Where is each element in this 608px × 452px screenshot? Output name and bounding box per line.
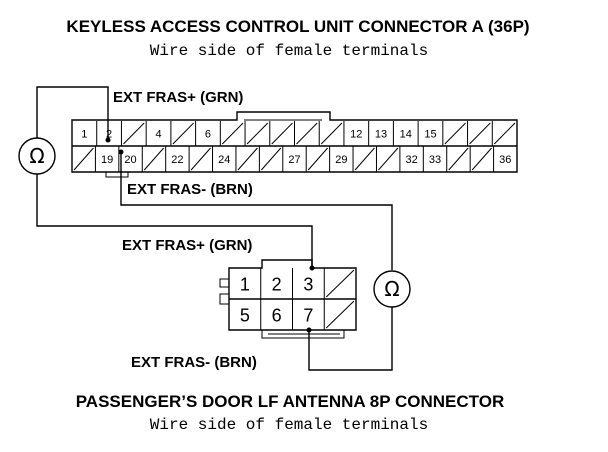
connector-a-top-pin-label: 15 [424,129,436,141]
connector-a-bottom-blank-cavity [237,147,258,171]
connector-a-bottom-blank-cavity [190,147,211,171]
connector-a-top-blank-cavity [246,122,269,145]
connector-b-bottom-row: 5 6 7 [240,299,355,330]
connector-b-top-blank-cavity [325,269,355,298]
connector-a-top-blank-cavity [221,122,244,145]
connector-a-bottom-pin-label: 33 [429,154,441,166]
connector-b-top-row: 1 2 3 [240,268,355,299]
connector-a-top-blank-cavity [271,122,293,145]
ohmmeter-right: Ω [373,270,411,308]
connector-a-bottom-blank-cavity [143,147,165,171]
ohm-symbol-right: Ω [384,277,399,301]
connector-a-top-pin-label: 12 [350,129,362,141]
connector-a-bottom-row: 19 20 22 24 27 29 32 33 36 [73,146,511,172]
connector-a-bottom-pin-label: 29 [335,154,347,166]
connector-a-bottom-blank-cavity [73,147,94,171]
connector-a-top-blank-cavity [320,122,343,145]
probe-lead-ext-fras-plus-b [36,174,313,268]
wire-label-ext-fras-plus-a: EXT FRAS+ (GRN) [113,89,243,106]
probe-lead-ext-fras-minus-b [308,307,393,371]
connector-a-bottom-pin-label: 36 [499,154,511,166]
connector-b-bottom-pin-label: 6 [272,306,282,326]
connector-b-body [219,259,357,339]
connector-b-subtitle: Wire side of female terminals [150,416,428,434]
connector-a-bottom-pin-label: 22 [171,154,183,166]
connector-a-bottom-pin-label: 24 [218,154,230,166]
connector-a-top-blank-cavity [493,122,516,145]
ohm-symbol-left: Ω [29,144,44,168]
connector-a-top-blank-cavity [444,122,466,145]
connector-a-top-blank-cavity [123,122,145,145]
connector-b-top-pin-label: 1 [240,275,250,295]
connector-a-top-pin-label: 13 [375,129,387,141]
connector-a-top-pin-label: 2 [106,129,112,141]
connector-a-top-pin-label: 14 [400,129,412,141]
connector-a-top-pin-label: 4 [155,129,161,141]
connector-a-top-pin-label: 6 [205,129,211,141]
connector-b-top-pin-label: 3 [303,275,313,295]
connector-a-title: KEYLESS ACCESS CONTROL UNIT CONNECTOR A … [66,17,529,36]
connector-a-bottom-blank-cavity [471,147,492,171]
connector-b-title: PASSENGER’S DOOR LF ANTENNA 8P CONNECTOR [76,392,505,411]
connector-b-bottom-blank-cavity [325,300,355,329]
ext-fras-minus-wire [120,152,393,270]
connector-a-lock [105,171,129,178]
connector-a-bottom-blank-cavity [260,147,282,171]
connector-a-top-pin-label: 1 [81,129,87,141]
connector-a-bottom-blank-cavity [378,147,399,171]
connector-a-bottom-pin-label: 32 [405,154,417,166]
ohmmeter-left: Ω [18,137,56,175]
connector-a-bottom-blank-cavity [354,147,375,171]
wire-label-ext-fras-plus-b: EXT FRAS+ (GRN) [122,237,252,254]
connector-b-top-pin-label: 2 [272,275,282,295]
connector-a-bottom-pin-label: 20 [124,154,136,166]
connector-a-top-blank-cavity [172,122,194,145]
probe-lead-ext-fras-plus-a [36,86,109,140]
wire-label-ext-fras-minus-a: EXT FRAS- (BRN) [127,181,253,198]
connector-a-bottom-blank-cavity [448,147,469,171]
connector-b-bottom-pin-label: 5 [240,306,250,326]
connector-a-bottom-blank-cavity [307,147,329,171]
connector-a-bottom-pin-label: 27 [288,154,300,166]
connector-a-top-blank-cavity [296,122,318,145]
connector-b-bottom-pin-label: 7 [303,306,313,326]
wire-label-ext-fras-minus-b: EXT FRAS- (BRN) [131,354,257,371]
connector-a-bottom-pin-label: 19 [101,154,113,166]
connector-a-top-blank-cavity [469,122,491,145]
connector-a-subtitle: Wire side of female terminals [150,42,428,60]
